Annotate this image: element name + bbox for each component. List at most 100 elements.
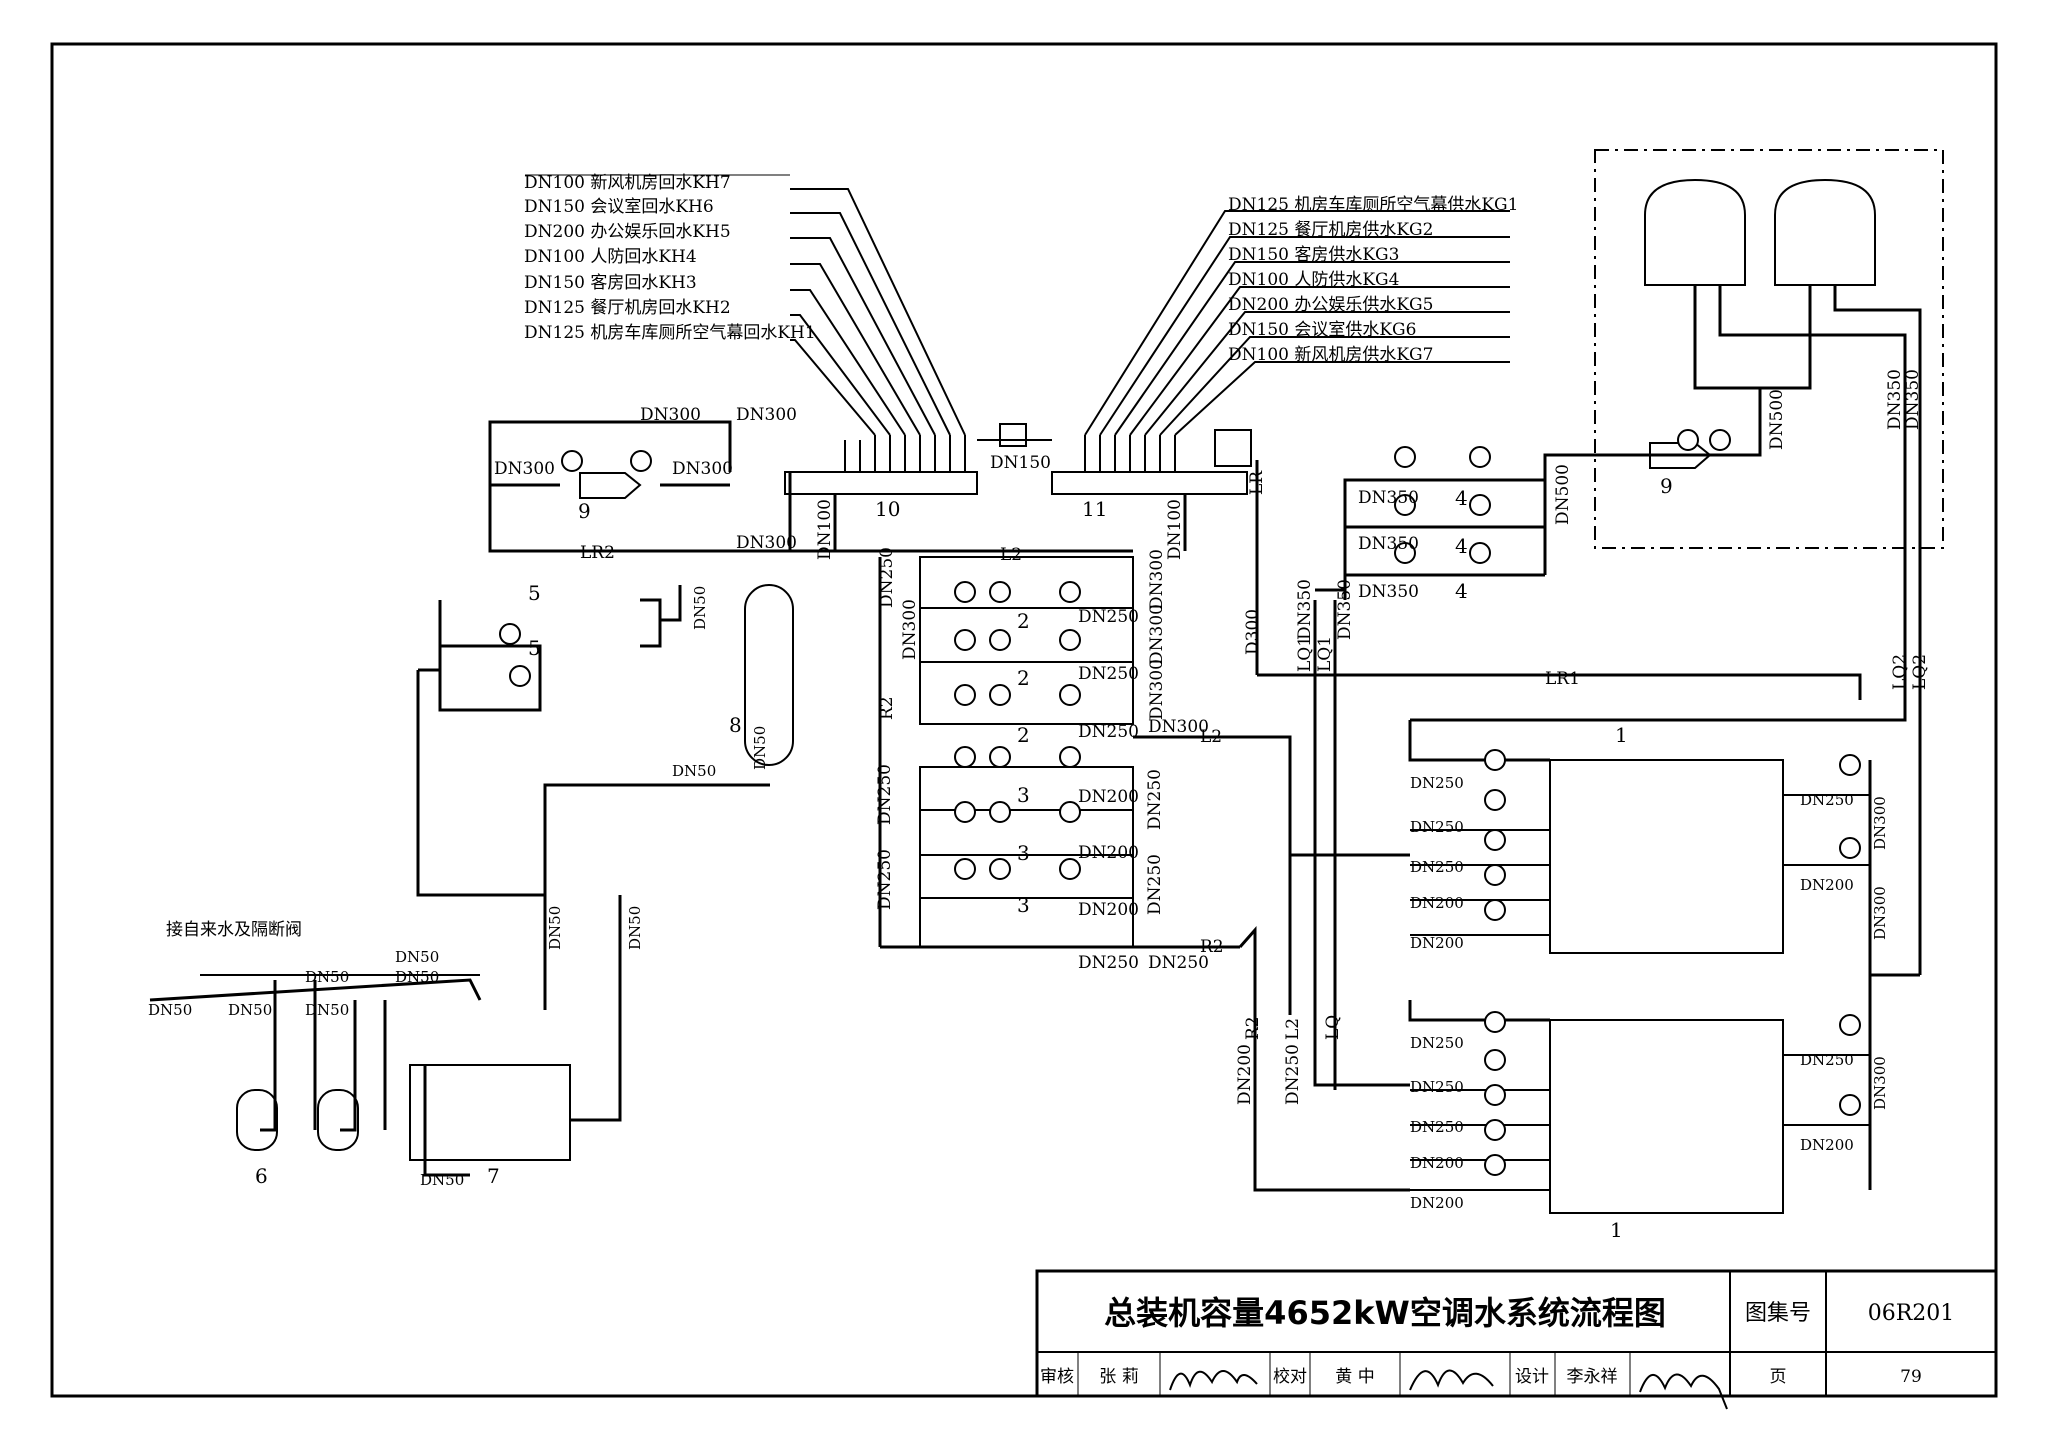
pipe-label: DN300 [1147,659,1167,720]
pipe-label: L2 [1283,1018,1303,1040]
pipe-label: DN300 [1871,796,1889,850]
supply-branch-label: DN200 办公娱乐供水KG5 [1228,295,1433,315]
supply-branch-label: DN100 人防供水KG4 [1228,270,1399,290]
pipe-label: DN50 [305,968,349,986]
drawing-title: 总装机容量4652kW空调水系统流程图 [1104,1294,1666,1332]
pipe-label: DN50 [626,906,644,950]
pipe-label: DN350 [1335,579,1355,640]
pipe-label: DN250 [1148,953,1209,973]
pipe-label: DN250 [1410,774,1464,792]
pipe-label: DN500 [1553,464,1573,525]
pipe-label: DN250 [1145,854,1165,915]
pipe-label: DN50 [228,1001,272,1019]
pipe-label: DN200 [1410,934,1464,952]
return-branch-label: DN125 餐厅机房回水KH2 [524,298,731,318]
pipe-label: DN250 [1410,818,1464,836]
equipment-callouts: 1 1 2 2 2 3 3 3 4 4 4 5 5 6 7 8 9 9 10 1… [255,474,1673,1242]
pipe-label: DN50 [148,1001,192,1019]
pipe-label: LQ2 [1910,654,1930,690]
pipe-label: DN300 [494,459,555,479]
chiller-1-upper [1549,759,1784,954]
pipe-label: DN200 [1235,1044,1255,1105]
pipe-label: DN300 [900,599,920,660]
pipe-label: DN200 [1800,1136,1854,1154]
cooling-tower-enclosure [1594,149,1944,549]
pipe-label: LQ2 [1890,654,1910,690]
callout-number: 5 [528,581,541,605]
callout-number: 2 [1017,609,1030,633]
design-label: 设计 [1515,1367,1549,1387]
callout-number: 5 [528,636,541,660]
chw-pump-rack [919,556,1134,725]
pipe-label: DN300 [736,533,797,553]
supply-branch-label: DN150 会议室供水KG6 [1228,320,1416,340]
pipe-label: DN200 [1078,843,1139,863]
pipe-labels: DN300 DN300 DN300 DN300 DN300 LR2 DN150 … [148,369,1930,1212]
pipe-label: DN100 [1165,499,1185,560]
lq2-line [1410,400,1907,722]
pipe-label: DN150 [990,453,1051,473]
softened-water-tank-7 [409,1064,571,1161]
callout-number: 4 [1455,534,1468,558]
pipe-label: LQ [1323,1015,1343,1040]
pipe-label: DN250 [1410,1034,1464,1052]
designer-signature [1639,1373,1728,1410]
signatures [1169,1369,1728,1410]
return-branch-label: DN125 机房车库厕所空气幕回水KH1 [524,323,816,343]
pipe-label: DN250 [1145,769,1165,830]
pipe-label: R2 [1200,937,1224,957]
pipe-label: DN250 [1078,722,1139,742]
return-branch-label: DN200 办公娱乐回水KH5 [524,222,731,242]
callout-number: 3 [1017,783,1030,807]
supply-branch-label: DN150 客房供水KG3 [1228,245,1399,265]
review-label: 审核 [1040,1367,1074,1387]
callout-number: 3 [1017,841,1030,865]
pipe-label: DN200 [1078,900,1139,920]
pipe-label: DN50 [672,762,716,780]
callout-number: 1 [1615,723,1628,747]
pipe-label: DN50 [691,586,709,630]
pipe-label: DN250 [875,849,895,910]
pipe-label: DN300 [640,405,701,425]
pipe-label: DN200 [1078,787,1139,807]
supply-header-group [977,210,1510,495]
pipe-label: DN350 [1903,369,1923,430]
atlas-number-label: 图集号 [1745,1301,1811,1326]
lr1-line [1257,673,1862,700]
pipe-label: DN250 [875,764,895,825]
pipe-label: DN50 [420,1171,464,1189]
pipe-label: LR2 [580,543,615,563]
callout-number: 11 [1082,497,1107,521]
page-number: 79 [1900,1367,1922,1387]
main-piping [149,149,1944,1214]
pipe-label: DN200 [1410,894,1464,912]
supply-header-gauge [1214,429,1252,467]
city-water-label: 接自来水及隔断阀 [166,920,302,940]
atlas-number: 06R201 [1868,1301,1955,1326]
supply-branch-labels: DN125 机房车库厕所空气幕供水KG1 DN125 餐厅机房供水KG2 DN1… [1228,195,1518,365]
pipe-label: DN300 [1148,717,1209,737]
pipe-label: DN300 [1871,1056,1889,1110]
title-block-text: 总装机容量4652kW空调水系统流程图 图集号 06R201 审核 张 莉 校对… [1040,1294,1954,1387]
callout-number: 9 [1660,474,1673,498]
cooling-tower-2 [1774,178,1876,286]
pipe-label: DN300 [1871,886,1889,940]
callout-number: 8 [729,713,742,737]
pipe-label: DN350 [1358,582,1419,602]
pipe-label: R2 [877,696,897,720]
return-branch-label: DN100 人防回水KH4 [524,247,697,267]
callout-number: 4 [1455,579,1468,603]
checker-signature [1409,1369,1494,1391]
pipe-label: DN250 [1410,858,1464,876]
return-branch-labels: DN100 新风机房回水KH7 DN150 会议室回水KH6 DN200 办公娱… [524,173,816,343]
softener-6a [236,1089,278,1151]
softener-6b [317,1089,359,1151]
supply-branch-lines [1084,210,1510,472]
supply-branch-label: DN125 餐厅机房供水KG2 [1228,220,1433,240]
return-branch-label: DN150 客房回水KH3 [524,273,697,293]
pipe-label: DN250 [1078,607,1139,627]
callout-number: 9 [578,499,591,523]
callout-number: 10 [875,497,900,521]
pipe-label: DN50 [395,948,439,966]
callout-number: 1 [1610,1218,1623,1242]
